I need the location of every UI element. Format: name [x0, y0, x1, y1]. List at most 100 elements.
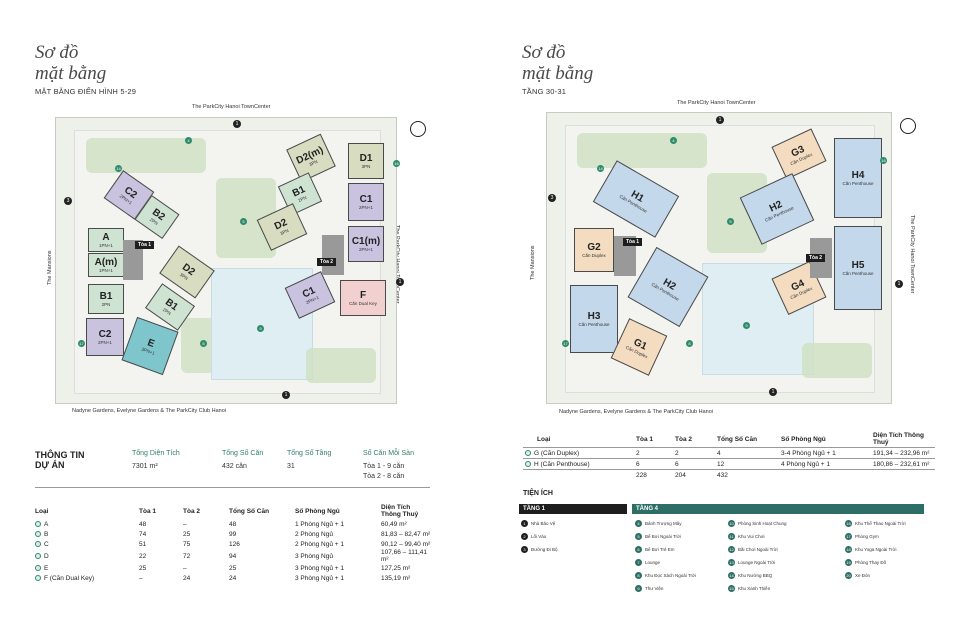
- info-area-label: Tổng Diện Tích: [132, 450, 180, 457]
- table-cell: 94: [229, 552, 237, 560]
- left-north-compass-icon: [410, 121, 426, 137]
- amenity-num: 18: [845, 546, 852, 553]
- amenity-label: Lounge: [645, 560, 661, 565]
- table-cell: B: [33, 529, 137, 539]
- table-cell: 180,86 – 232,61 m²: [873, 460, 930, 468]
- unit-name: A(m): [94, 256, 118, 268]
- unit-name: C1(m): [351, 235, 381, 247]
- unit-type: Căn Duplex: [582, 252, 606, 258]
- unit-type: 2PN+1: [98, 339, 112, 345]
- unit-name: G2: [587, 241, 601, 253]
- right-amenity-dot: 8: [686, 340, 693, 347]
- table-cell: 4 Phòng Ngủ + 1: [781, 460, 830, 468]
- table-cell: 48: [139, 520, 147, 528]
- radio-icon: [525, 449, 531, 456]
- info-per-floor-value2: Tòa 2 - 8 căn: [363, 473, 405, 480]
- table-header: Tòa 1: [636, 435, 653, 443]
- left-road-left: The Mansions: [47, 250, 53, 285]
- right-road-bottom: Nadyne Gardens, Evelyne Gardens & The Pa…: [559, 409, 713, 415]
- row-type: B: [44, 530, 49, 538]
- table-cell: 6: [636, 460, 640, 468]
- unit-name: H5: [851, 259, 865, 271]
- right-subtitle: TẦNG 30-31: [522, 87, 567, 96]
- table-cell: [523, 470, 634, 481]
- left-amenity-dot: 5: [240, 218, 247, 225]
- amenity-label: Đường Đi Bộ: [531, 547, 558, 552]
- table-cell: H (Căn Penthouse): [523, 459, 634, 470]
- table-cell: 3 Phòng Ngủ + 1: [295, 574, 344, 582]
- table-cell: 12: [717, 460, 725, 468]
- table-cell: 25: [183, 530, 191, 538]
- table-cell: 2: [675, 449, 679, 457]
- table-header: Loại: [537, 435, 551, 443]
- amenity-num: 13: [728, 559, 735, 566]
- table-header: Số Phòng Ngủ: [781, 435, 826, 443]
- table-cell: 75: [183, 540, 191, 548]
- left-road-bottom: Nadyne Gardens, Evelyne Gardens & The Pa…: [72, 408, 226, 414]
- left-marker-4: 1: [282, 391, 290, 399]
- unit-name: C1: [359, 193, 373, 205]
- table-header: Diện Tích Thông Thuỷ: [873, 432, 924, 446]
- left-amenity-dot: 16: [393, 160, 400, 167]
- info-units-label: Tổng Số Căn: [222, 450, 264, 457]
- table-cell: 432: [717, 471, 728, 479]
- row-type: F (Căn Dual Key): [44, 574, 95, 582]
- unit-name: A: [102, 231, 110, 243]
- left-green-area: [86, 138, 206, 173]
- table-cell: 2: [636, 449, 640, 457]
- amenity-num: 19: [845, 559, 852, 566]
- left-info-heading: THÔNG TIN DỰ ÁN: [35, 450, 85, 470]
- amenity-num: 9: [635, 585, 642, 592]
- amenity-floor1-header: TẦNG 1: [519, 504, 627, 514]
- unit-type: Căn Dual Key: [349, 300, 377, 306]
- table-header: Số Phòng Ngủ: [295, 507, 340, 515]
- unit-name: D1: [359, 152, 373, 164]
- unit-type: 3PN+1: [140, 345, 156, 356]
- right-marker-4: 1: [769, 388, 777, 396]
- amenity-label: Bể Bơi Trẻ Em: [645, 547, 675, 552]
- amenity-num: 12: [728, 546, 735, 553]
- table-cell: 1 Phòng Ngủ + 1: [295, 520, 344, 528]
- table-cell: 22: [139, 552, 147, 560]
- left-core: [322, 235, 344, 275]
- unit-type: 1PN+1: [99, 242, 113, 248]
- table-header-row: Loại Tòa 1 Tòa 2 Tổng Số Căn Số Phòng Ng…: [33, 503, 433, 519]
- right-green-area: [577, 133, 707, 168]
- info-floors-value: 31: [287, 463, 295, 470]
- table-cell: D: [33, 549, 137, 563]
- row-type: E: [44, 564, 49, 572]
- amenity-label: Khu Thể Thao Ngoài Trời: [855, 521, 906, 526]
- unit-name: H3: [587, 310, 601, 322]
- right-road-left: The Mansions: [530, 245, 536, 280]
- unit-type: Căn Penthouse: [578, 321, 610, 327]
- right-amenity-dot: 5: [727, 218, 734, 225]
- right-amenity-dot: 14: [597, 165, 604, 172]
- amenity-num: 5: [635, 533, 642, 540]
- right-unit-table: Loại Tòa 1 Tòa 2 Tổng Số Căn Số Phòng Ng…: [523, 431, 935, 480]
- table-cell: 74: [139, 530, 147, 538]
- amenity-num: 7: [635, 559, 642, 566]
- table-cell: 107,66 – 111,41 m²: [381, 549, 428, 563]
- left-unit-c1m[interactable]: C1(m)2PN+1: [348, 226, 384, 262]
- left-unit-am[interactable]: A(m)1PN+1: [88, 253, 124, 277]
- right-title-line2: mặt bằng: [522, 63, 594, 84]
- left-marker-3: 1: [396, 278, 404, 286]
